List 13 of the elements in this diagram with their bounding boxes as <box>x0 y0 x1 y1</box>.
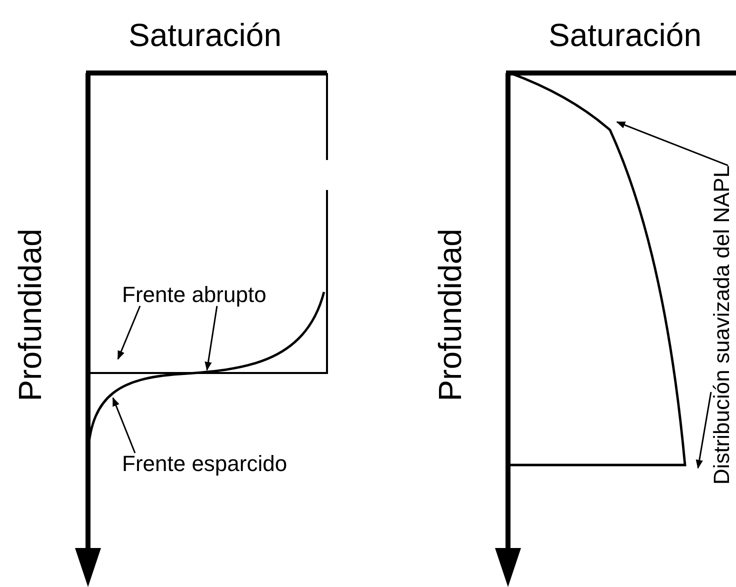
sharp-front-line <box>88 190 328 374</box>
callout-text: Frente esparcido <box>122 453 288 475</box>
leader-line <box>112 397 136 454</box>
axis-title: Profundidad <box>14 228 46 402</box>
callout-text: Frente abrupto <box>122 284 266 306</box>
leader-line <box>204 306 218 371</box>
leader-line <box>616 121 728 166</box>
axis-title: Profundidad <box>434 228 466 402</box>
callout-text: Distribución suavizada del NAPL <box>711 165 733 485</box>
leader-line <box>117 306 141 360</box>
axis-title: Saturación <box>128 19 282 51</box>
leader-line <box>696 392 712 469</box>
axis-title: Saturación <box>548 19 702 51</box>
